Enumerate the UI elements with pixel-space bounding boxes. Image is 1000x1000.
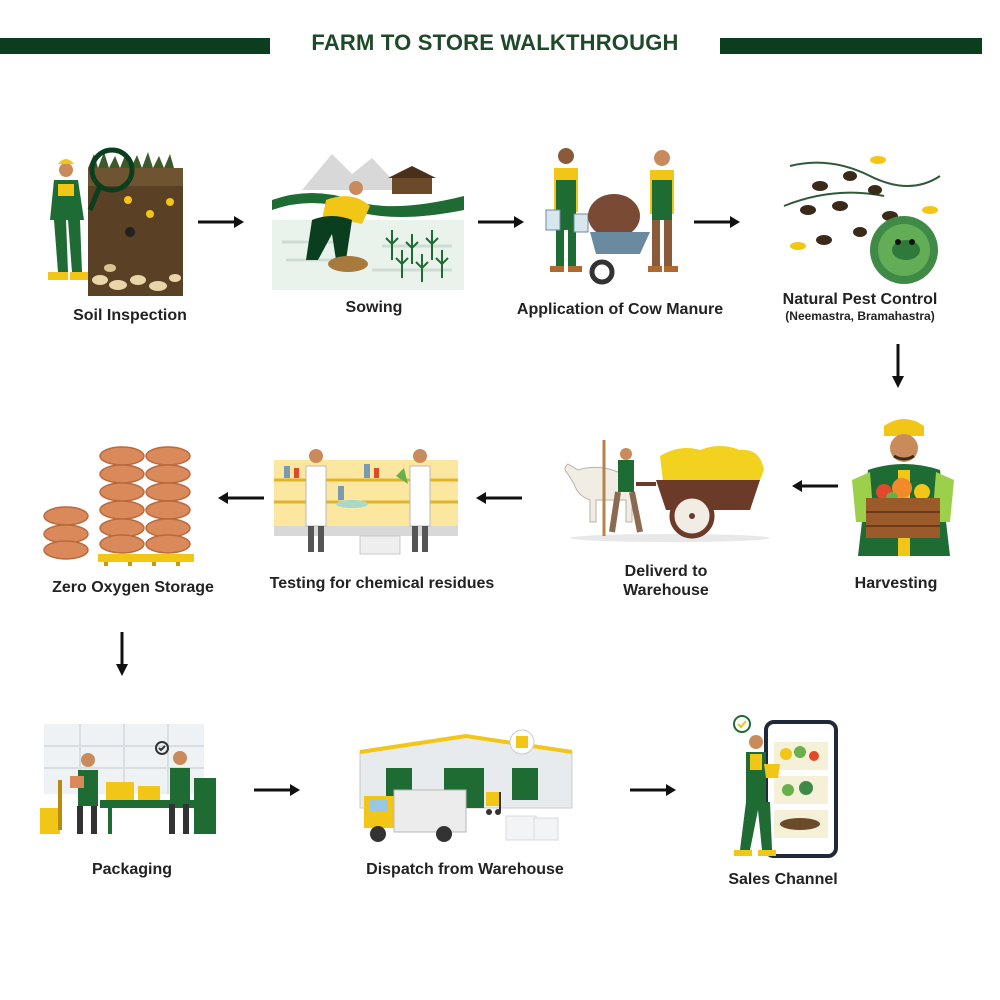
label-storage: Zero Oxygen Storage xyxy=(52,579,214,596)
label-dispatch: Dispatch from Warehouse xyxy=(366,861,564,878)
label-pest-control-title: Natural Pest Control xyxy=(782,291,938,308)
label-pest-control: Natural Pest Control (Neemastra, Bramaha… xyxy=(760,290,960,323)
arrow-right-icon xyxy=(694,216,740,228)
label-soil-inspection: Soil Inspection xyxy=(73,307,187,324)
arrow-down-icon xyxy=(892,344,904,388)
header-bar-right xyxy=(720,38,982,54)
insects-frog-icon xyxy=(783,156,941,284)
farmer-vegetable-crate-icon xyxy=(852,419,954,556)
arrow-right-icon xyxy=(198,216,244,228)
step-soil-inspection xyxy=(40,140,190,300)
arrow-left-icon xyxy=(792,480,838,492)
label-testing: Testing for chemical residues xyxy=(269,575,495,592)
arrow-left-icon xyxy=(476,492,522,504)
header-bar-left xyxy=(0,38,270,54)
arrow-right-icon xyxy=(254,784,300,796)
label-delivered: Deliverd to Warehouse xyxy=(596,562,736,600)
step-packaging xyxy=(40,724,220,840)
label-sales: Sales Channel xyxy=(728,871,838,888)
step-storage xyxy=(40,444,202,566)
arrow-right-icon xyxy=(630,784,676,796)
page-title: FARM TO STORE WALKTHROUGH xyxy=(311,30,679,55)
label-sowing: Sowing xyxy=(345,299,403,316)
packaging-workers-icon xyxy=(40,724,216,834)
step-sowing xyxy=(272,150,464,290)
label-delivered-line2: Warehouse xyxy=(623,582,709,599)
soil-inspection-icon xyxy=(48,147,183,296)
label-harvesting: Harvesting xyxy=(854,575,938,592)
label-pest-control-subtitle: (Neemastra, Bramahastra) xyxy=(785,309,935,323)
label-cow-manure: Application of Cow Manure xyxy=(516,301,724,318)
step-testing xyxy=(274,446,458,558)
mobile-shop-icon xyxy=(733,715,838,858)
label-delivered-line1: Deliverd to xyxy=(624,563,708,580)
step-delivered xyxy=(560,440,770,544)
step-dispatch xyxy=(356,729,576,848)
sack-stack-icon xyxy=(43,446,194,566)
sowing-icon xyxy=(272,154,464,290)
bullock-cart-icon xyxy=(564,440,770,542)
arrow-down-icon xyxy=(116,632,128,676)
label-packaging: Packaging xyxy=(91,861,173,878)
arrow-left-icon xyxy=(218,492,264,504)
laboratory-icon xyxy=(274,449,458,555)
step-pest-control xyxy=(780,146,950,286)
warehouse-truck-icon xyxy=(359,729,573,842)
wheelbarrow-manure-icon xyxy=(545,148,678,285)
step-cow-manure xyxy=(536,144,686,294)
step-harvesting xyxy=(848,416,958,566)
step-sales xyxy=(726,714,840,860)
arrow-right-icon xyxy=(478,216,524,228)
